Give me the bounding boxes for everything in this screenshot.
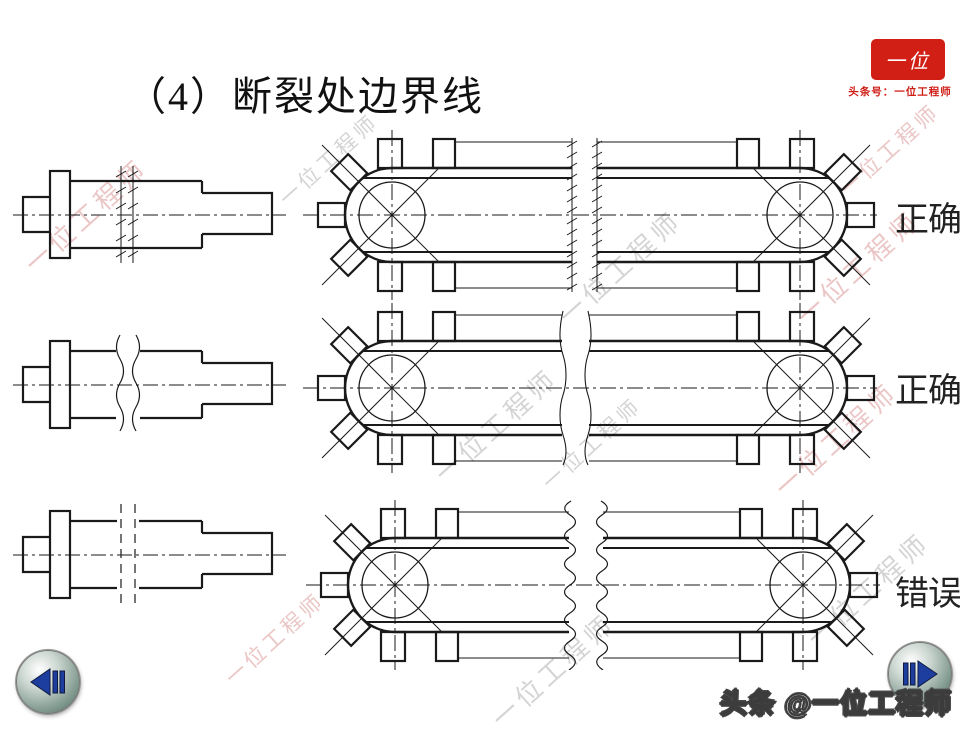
logo-badge: 一位 [871, 39, 945, 80]
previous-icon [30, 668, 65, 696]
figure-label-wrong: 错误 [895, 576, 960, 613]
figure-label-correct-1: 正确 [895, 202, 960, 239]
rod-drawing-thin-break [303, 303, 877, 473]
rod-drawing-ticked-break [303, 130, 877, 300]
rod-drawing-exaggerated-wavy-break [306, 500, 880, 670]
slide: { "slide": { "title": "（4）断裂处边界线" }, "lo… [11, 39, 960, 734]
next-icon [903, 660, 938, 688]
shaft-drawing-wavy-break [11, 334, 288, 432]
figure-label-correct-2: 正确 [895, 373, 960, 410]
shaft-drawing-ticked-break [11, 166, 288, 263]
shaft-drawing-dashed-break [11, 504, 288, 604]
logo-text: 一位 [885, 51, 931, 73]
slide-title: （4）断裂处边界线 [126, 74, 484, 119]
prev-slide-button[interactable] [16, 650, 80, 714]
next-slide-button[interactable] [888, 642, 952, 706]
footer-credit: 头条 @一位工程师 [719, 688, 952, 720]
logo-caption: 头条号：一位工程师 [848, 87, 952, 98]
